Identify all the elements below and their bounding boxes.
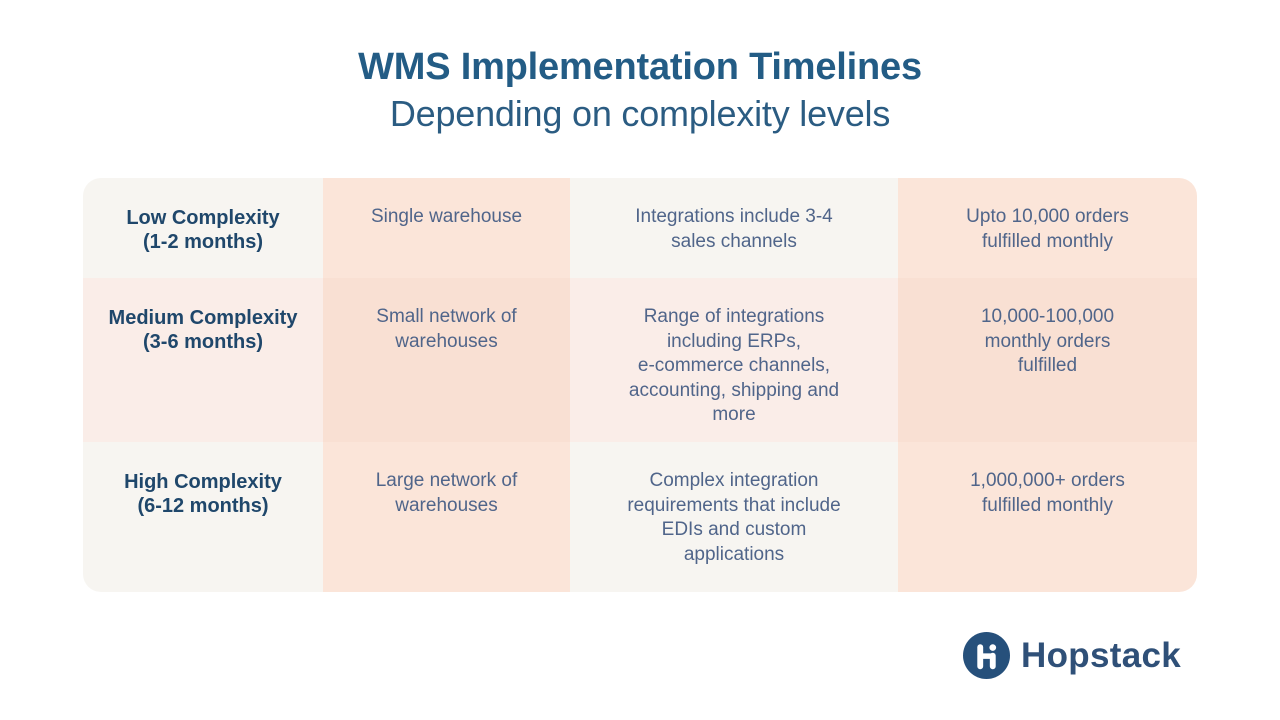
row-high-integrations-cell: Complex integration requirements that in… bbox=[570, 442, 898, 592]
hopstack-logo: Hopstack bbox=[963, 632, 1181, 679]
row-medium-header-cell: Medium Complexity (3-6 months) bbox=[83, 278, 323, 442]
hopstack-logo-icon bbox=[963, 632, 1011, 679]
page-title: WMS Implementation Timelines bbox=[358, 46, 922, 88]
row-low-warehouse-cell: Single warehouse bbox=[323, 178, 570, 278]
row-low-integrations-cell: Integrations include 3-4 sales channels bbox=[570, 178, 898, 278]
row-medium-integrations-cell: Range of integrations including ERPs, e-… bbox=[570, 278, 898, 442]
row-high-warehouse-cell: Large network of warehouses bbox=[323, 442, 570, 592]
row-high-orders-cell: 1,000,000+ orders fulfilled monthly bbox=[898, 442, 1197, 592]
row-medium-orders-cell: 10,000-100,000 monthly orders fulfilled bbox=[898, 278, 1197, 442]
complexity-table: Low Complexity (1-2 months) Single wareh… bbox=[83, 178, 1197, 592]
row-medium-warehouse-cell: Small network of warehouses bbox=[323, 278, 570, 442]
hopstack-wordmark: Hopstack bbox=[1021, 636, 1181, 675]
row-high-header-cell: High Complexity (6-12 months) bbox=[83, 442, 323, 592]
page-header: WMS Implementation Timelines Depending o… bbox=[0, 44, 1280, 136]
row-low-header-cell: Low Complexity (1-2 months) bbox=[83, 178, 323, 278]
row-low-orders-cell: Upto 10,000 orders fulfilled monthly bbox=[898, 178, 1197, 278]
page-subtitle: Depending on complexity levels bbox=[389, 93, 891, 134]
